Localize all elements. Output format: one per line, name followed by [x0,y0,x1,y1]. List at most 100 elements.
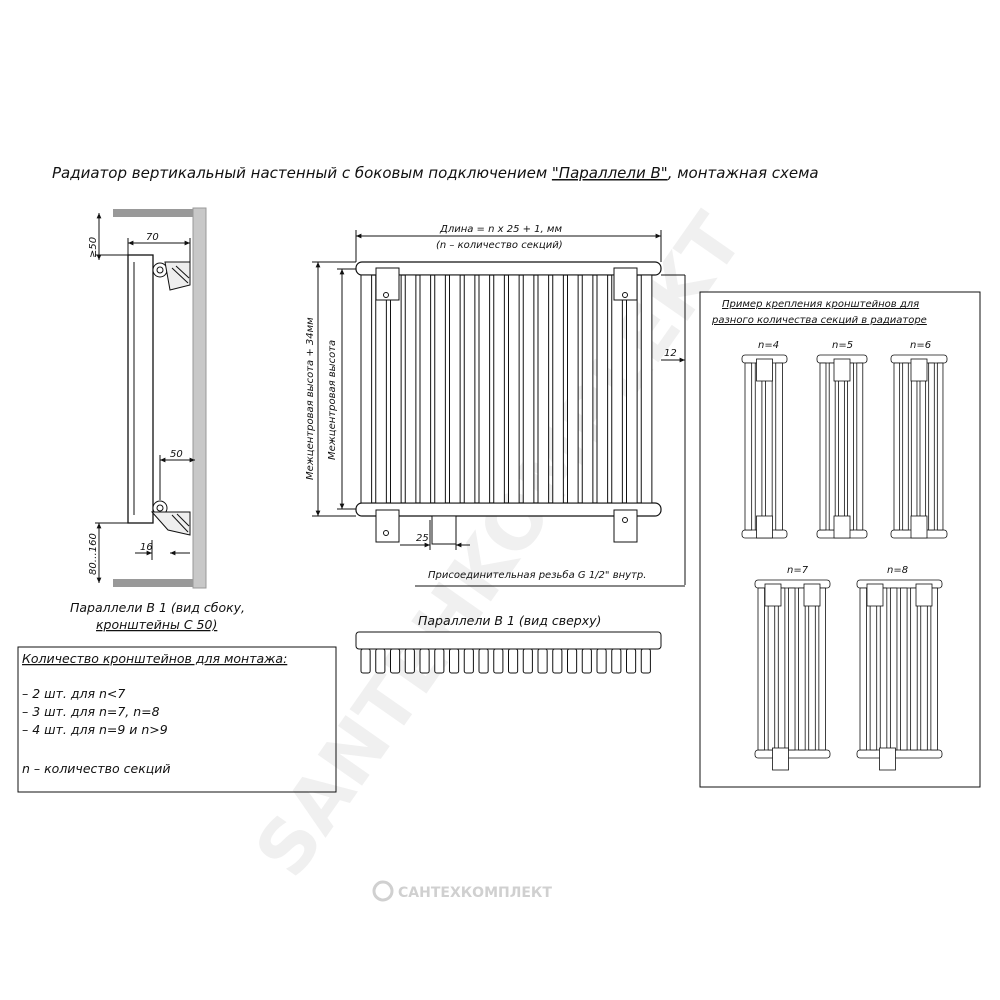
top-tube [581,648,592,674]
example-tube [838,362,845,531]
example-tube [775,362,783,531]
example-bracket [803,583,821,607]
top-view-manifold [355,631,662,650]
front-tube [567,274,579,504]
example-tube [879,587,888,751]
top-tube [390,648,401,674]
length-note: (n – количество секций) [436,240,563,251]
side-caption-line2: кронштейны С 50) [96,617,217,632]
front-tube [581,274,594,504]
example-bracket [866,583,884,607]
top-tube [640,648,651,674]
example-label-n8: n=8 [887,565,908,576]
example-bracket [910,515,928,539]
dim-top-gap: ≥50 [88,237,99,258]
front-tube [552,274,564,504]
examples-heading-line2: разного количества секций в радиаторе [711,315,927,326]
example-tube [767,587,776,751]
example-tube [859,587,867,751]
example-tube [936,362,944,531]
example-tube [902,362,909,531]
height-total-label: Межцентровая высота + 34мм [305,317,316,480]
front-tube [611,274,623,504]
bracket-count-item-3: – 4 шт. для n=9 и n>9 [22,722,168,737]
example-label-n6: n=6 [910,340,931,351]
example-tube [808,587,816,751]
example-tube [910,362,918,531]
example-tube [900,587,908,751]
front-tube [522,274,535,504]
example-tube [919,362,927,531]
dim-bottom-gap: 80…160 [88,533,99,575]
example-tube [754,362,763,531]
front-tube [390,274,402,504]
top-tube [596,648,607,674]
top-tube [419,648,430,674]
example-tube [930,587,938,751]
top-tube [611,648,622,674]
front-tube [640,274,653,504]
top-tube [375,648,386,674]
example-radiator-n4 [741,354,788,539]
top-tube [449,648,460,674]
example-label-n4: n=4 [758,340,779,351]
top-tube [626,648,637,674]
example-tube [847,362,854,531]
top-tube [552,648,563,674]
top-tubes [360,648,651,674]
example-tube [869,587,878,751]
example-label-n7: n=7 [787,565,809,576]
example-bracket [833,358,851,382]
front-tube [596,274,609,504]
side-view [95,207,207,589]
top-tube [522,648,533,674]
front-view [312,230,686,587]
example-tube [856,362,864,531]
top-tube [567,648,578,674]
examples-box: Пример крепления кронштейнов для разного… [699,291,981,788]
front-bracket-bottom-left [375,509,400,543]
example-tube [818,587,826,751]
example-radiator-n5 [816,354,868,539]
front-tube [449,274,461,504]
front-tube [478,274,491,504]
footer-watermark-text: САНТЕХКОМПЛЕКТ [398,885,552,901]
side-bracket-bottom [150,500,191,536]
footer-logo-icon [372,880,394,902]
example-bracket [915,583,933,607]
bracket-count-note: n – количество секций [22,761,171,776]
dim-side: 12 [664,348,677,359]
example-tube [889,587,898,751]
front-tube [419,274,432,504]
front-tube [375,274,387,504]
front-bracket-top-right [613,267,638,301]
front-tube [360,274,373,504]
dim-width: 70 [146,232,159,243]
bracket-count-heading: Количество кронштейнов для монтажа: [22,651,287,666]
example-tube [777,587,786,751]
front-tubes [360,274,653,545]
top-tube [508,648,519,674]
wall [192,207,207,589]
footer-watermark: САНТЕХКОМПЛЕКТ [372,880,552,902]
top-tube [360,648,371,674]
top-tube [478,648,489,674]
example-tube [910,587,918,751]
side-bracket-top [152,261,191,291]
example-tube [788,587,796,751]
example-tube [744,362,753,531]
front-tube [508,274,520,504]
thread-label: Присоединительная резьба G 1/2" внутр. [428,569,646,581]
example-tube [928,362,935,531]
top-tube [537,648,548,674]
dim-bracket: 50 [170,449,183,460]
example-bracket [772,747,789,771]
front-tube [626,274,638,504]
bracket-count-box: Количество кронштейнов для монтажа: – 2 … [17,646,337,793]
example-bracket [879,747,896,771]
example-bottom-manifold [856,749,943,759]
example-tube [828,362,836,531]
side-radiator-body [127,254,154,524]
front-tube [463,274,476,504]
dim-pitch: 25 [416,533,429,544]
